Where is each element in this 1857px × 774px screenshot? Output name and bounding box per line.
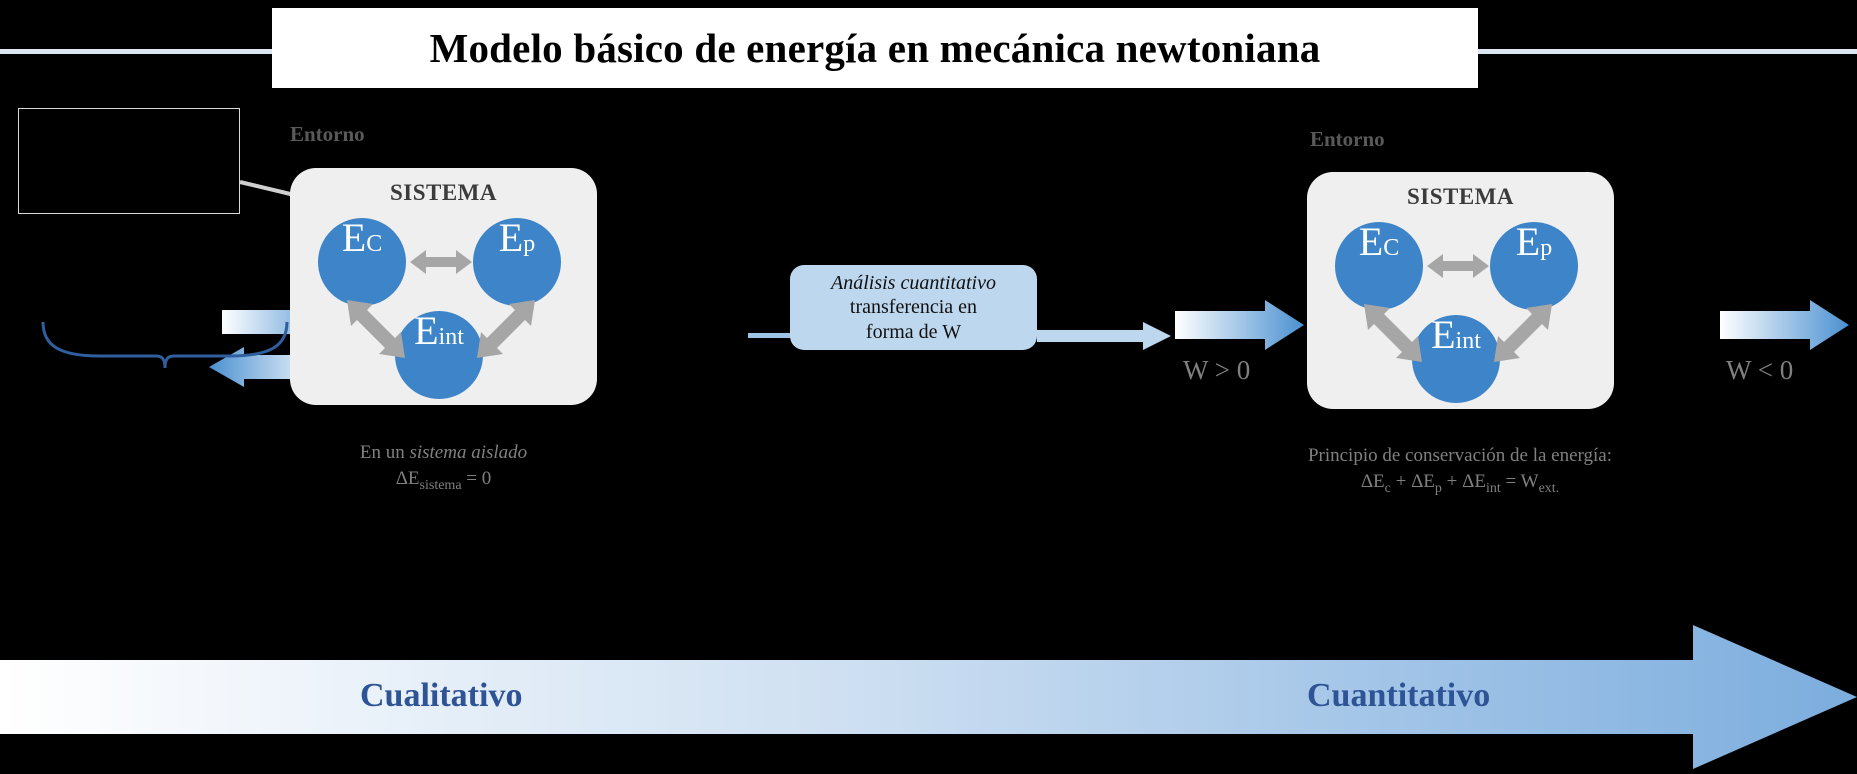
caption-2-s0: c [1384, 480, 1391, 496]
caption-2-s3: ext. [1538, 480, 1560, 496]
system-caption-1: En un sistema aislado ΔEsistema = 0 [290, 440, 597, 495]
work-positive-arrow-icon [1175, 300, 1304, 350]
caption-2-p3: = W [1500, 470, 1539, 492]
system-caption-1-line1: En un sistema aislado [290, 440, 597, 466]
entorno-label-2: Entorno [1310, 127, 1385, 151]
double-arrow-right-diagonal-2-icon [1494, 304, 1552, 362]
left-annotation-box[interactable] [18, 108, 240, 214]
mid-callout-line2: transferencia en [849, 296, 978, 319]
work-negative-label: W < 0 [1726, 355, 1794, 385]
page-title: Modelo básico de energía en mecánica new… [429, 25, 1321, 71]
caption-2-s2: int [1485, 480, 1501, 496]
title-box: Modelo básico de energía en mecánica new… [272, 8, 1478, 88]
circle-base-1a: E [341, 215, 367, 260]
double-arrow-left-diagonal-1-icon [347, 300, 405, 358]
banner-label-qualitative: Cualitativo [360, 677, 523, 714]
caption-1-eq-sub: sistema [419, 477, 462, 493]
circle-sub-1b: p [523, 231, 536, 257]
system-caption-2-line2: ΔEc + ΔEp + ΔEint = Wext. [1230, 469, 1690, 499]
system-caption-2: Principio de conservación de la energía:… [1230, 443, 1690, 498]
mid-callout-box[interactable]: Análisis cuantitativo transferencia en f… [790, 265, 1037, 350]
caption-2-p0: ΔE [1360, 470, 1385, 492]
caption-1-prefix: En un [359, 442, 410, 463]
mid-to-work-arrow-icon [1037, 322, 1171, 350]
caption-2-p2: + ΔE [1441, 470, 1486, 492]
circle-base-1b: E [498, 215, 524, 260]
banner-label-quantitative: Cuantitativo [1307, 677, 1491, 714]
circle-sub-2a: C [1383, 235, 1400, 261]
circle-base-2b: E [1515, 219, 1541, 264]
double-arrow-right-diagonal-1-icon [477, 300, 535, 358]
entorno-label-1: Entorno [290, 122, 365, 146]
title-rule-left [0, 49, 278, 54]
caption-1-eq-post: = 0 [461, 467, 492, 489]
double-arrow-horizontal-2-icon [1427, 254, 1489, 278]
system-caption-1-line2: ΔEsistema = 0 [290, 466, 597, 496]
qualitative-quantitative-banner: Cualitativo Cuantitativo [0, 620, 1857, 774]
caption-2-p1: + ΔE [1390, 470, 1435, 492]
work-negative-arrow-icon [1720, 300, 1849, 350]
circle-base-2a: E [1358, 219, 1384, 264]
double-arrow-left-diagonal-2-icon [1364, 304, 1422, 362]
circle-sub-2b: p [1540, 235, 1553, 261]
sistema-label-2: SISTEMA [1406, 184, 1515, 209]
circle-base-2c: E [1431, 312, 1456, 357]
circle-sub-1a: C [366, 231, 383, 257]
caption-1-eq-pre: ΔE [395, 467, 420, 489]
brace-icon [41, 322, 289, 369]
mid-callout-line1: Análisis cuantitativo [831, 271, 996, 294]
mid-callout-connector [748, 333, 794, 338]
sistema-label-1: SISTEMA [389, 180, 498, 205]
caption-1-italic: sistema aislado [409, 442, 528, 463]
circle-sub-1c: int [438, 324, 464, 350]
double-arrow-horizontal-1-icon [410, 250, 472, 274]
system-caption-2-line1: Principio de conservación de la energía: [1307, 445, 1613, 466]
title-rule-right [1472, 49, 1857, 54]
work-positive-label: W > 0 [1183, 355, 1251, 385]
mid-callout-line3: forma de W [865, 320, 962, 343]
circle-base-1c: E [414, 308, 439, 353]
circle-sub-2c: int [1455, 328, 1481, 354]
caption-2-s1: p [1434, 480, 1442, 496]
